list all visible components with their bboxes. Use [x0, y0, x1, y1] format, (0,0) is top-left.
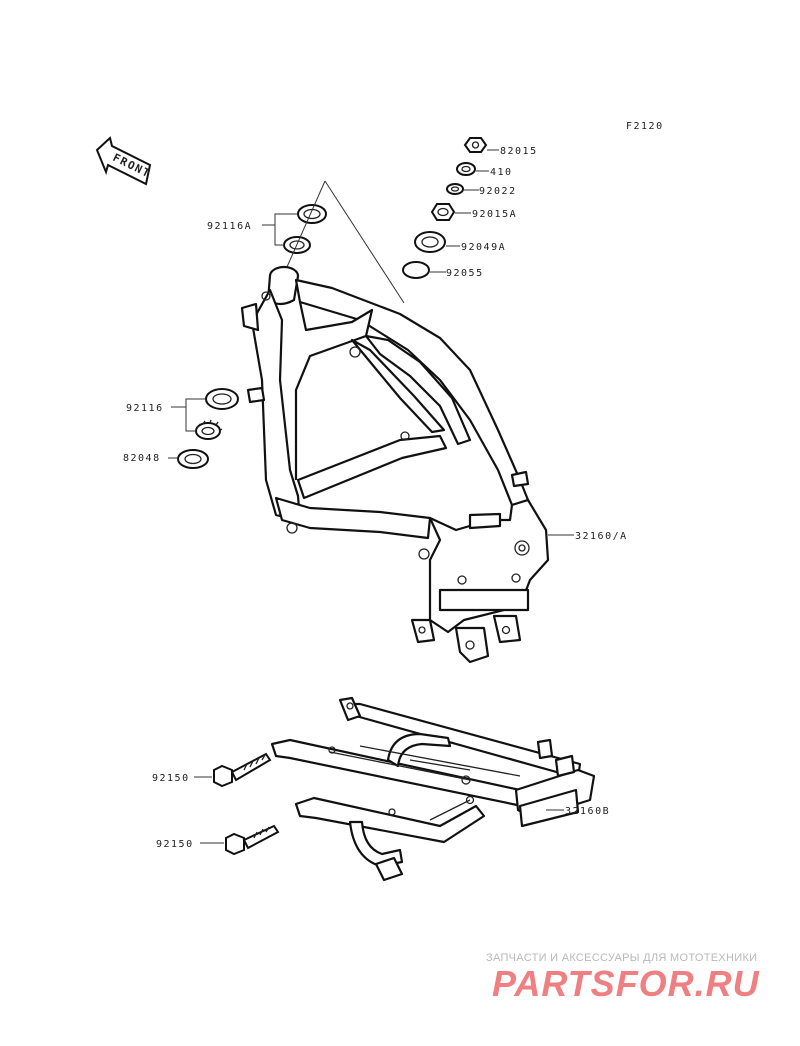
- label-92116: 92116: [126, 403, 164, 414]
- bearing-92116: [195, 388, 239, 440]
- main-frame-32160A: [240, 265, 550, 664]
- watermark-tagline: ЗАПЧАСТИ И АКСЕССУАРЫ ДЛЯ МОТОТЕХНИКИ: [486, 952, 758, 964]
- label-92015A: 92015A: [472, 209, 517, 220]
- oring-92055: [402, 261, 430, 279]
- label-32160A: 32160/A: [575, 531, 628, 542]
- label-92150-lower: 92150: [156, 839, 194, 850]
- front-arrow-icon: FRONT: [95, 136, 153, 186]
- label-92049A: 92049A: [461, 242, 506, 253]
- label-92150-upper: 92150: [152, 773, 190, 784]
- label-92055: 92055: [446, 268, 484, 279]
- washer-92022: [446, 183, 464, 195]
- bearing-race-92116A: [283, 204, 327, 254]
- rear-subframe-32160B: [270, 696, 596, 882]
- diagram-code: F2120: [626, 121, 664, 132]
- label-82015: 82015: [500, 146, 538, 157]
- label-32160B: 32160B: [565, 806, 610, 817]
- label-410: 410: [490, 167, 513, 178]
- bolt-92150-upper: [213, 752, 272, 788]
- bolt-92150-lower: [225, 824, 280, 856]
- watermark-logo: PARTSFOR.RU: [492, 963, 760, 1004]
- label-92116A: 92116A: [207, 221, 252, 232]
- seal-92049A: [414, 231, 446, 253]
- label-82048: 82048: [123, 453, 161, 464]
- seal-82048: [177, 449, 209, 469]
- label-92022: 92022: [479, 186, 517, 197]
- washer-410: [456, 162, 476, 176]
- steering-stem-parts: 82015 410 92022 92015A 92049A 92055: [402, 137, 538, 279]
- nut-82015: [463, 137, 488, 153]
- nut-92015A: [430, 203, 456, 221]
